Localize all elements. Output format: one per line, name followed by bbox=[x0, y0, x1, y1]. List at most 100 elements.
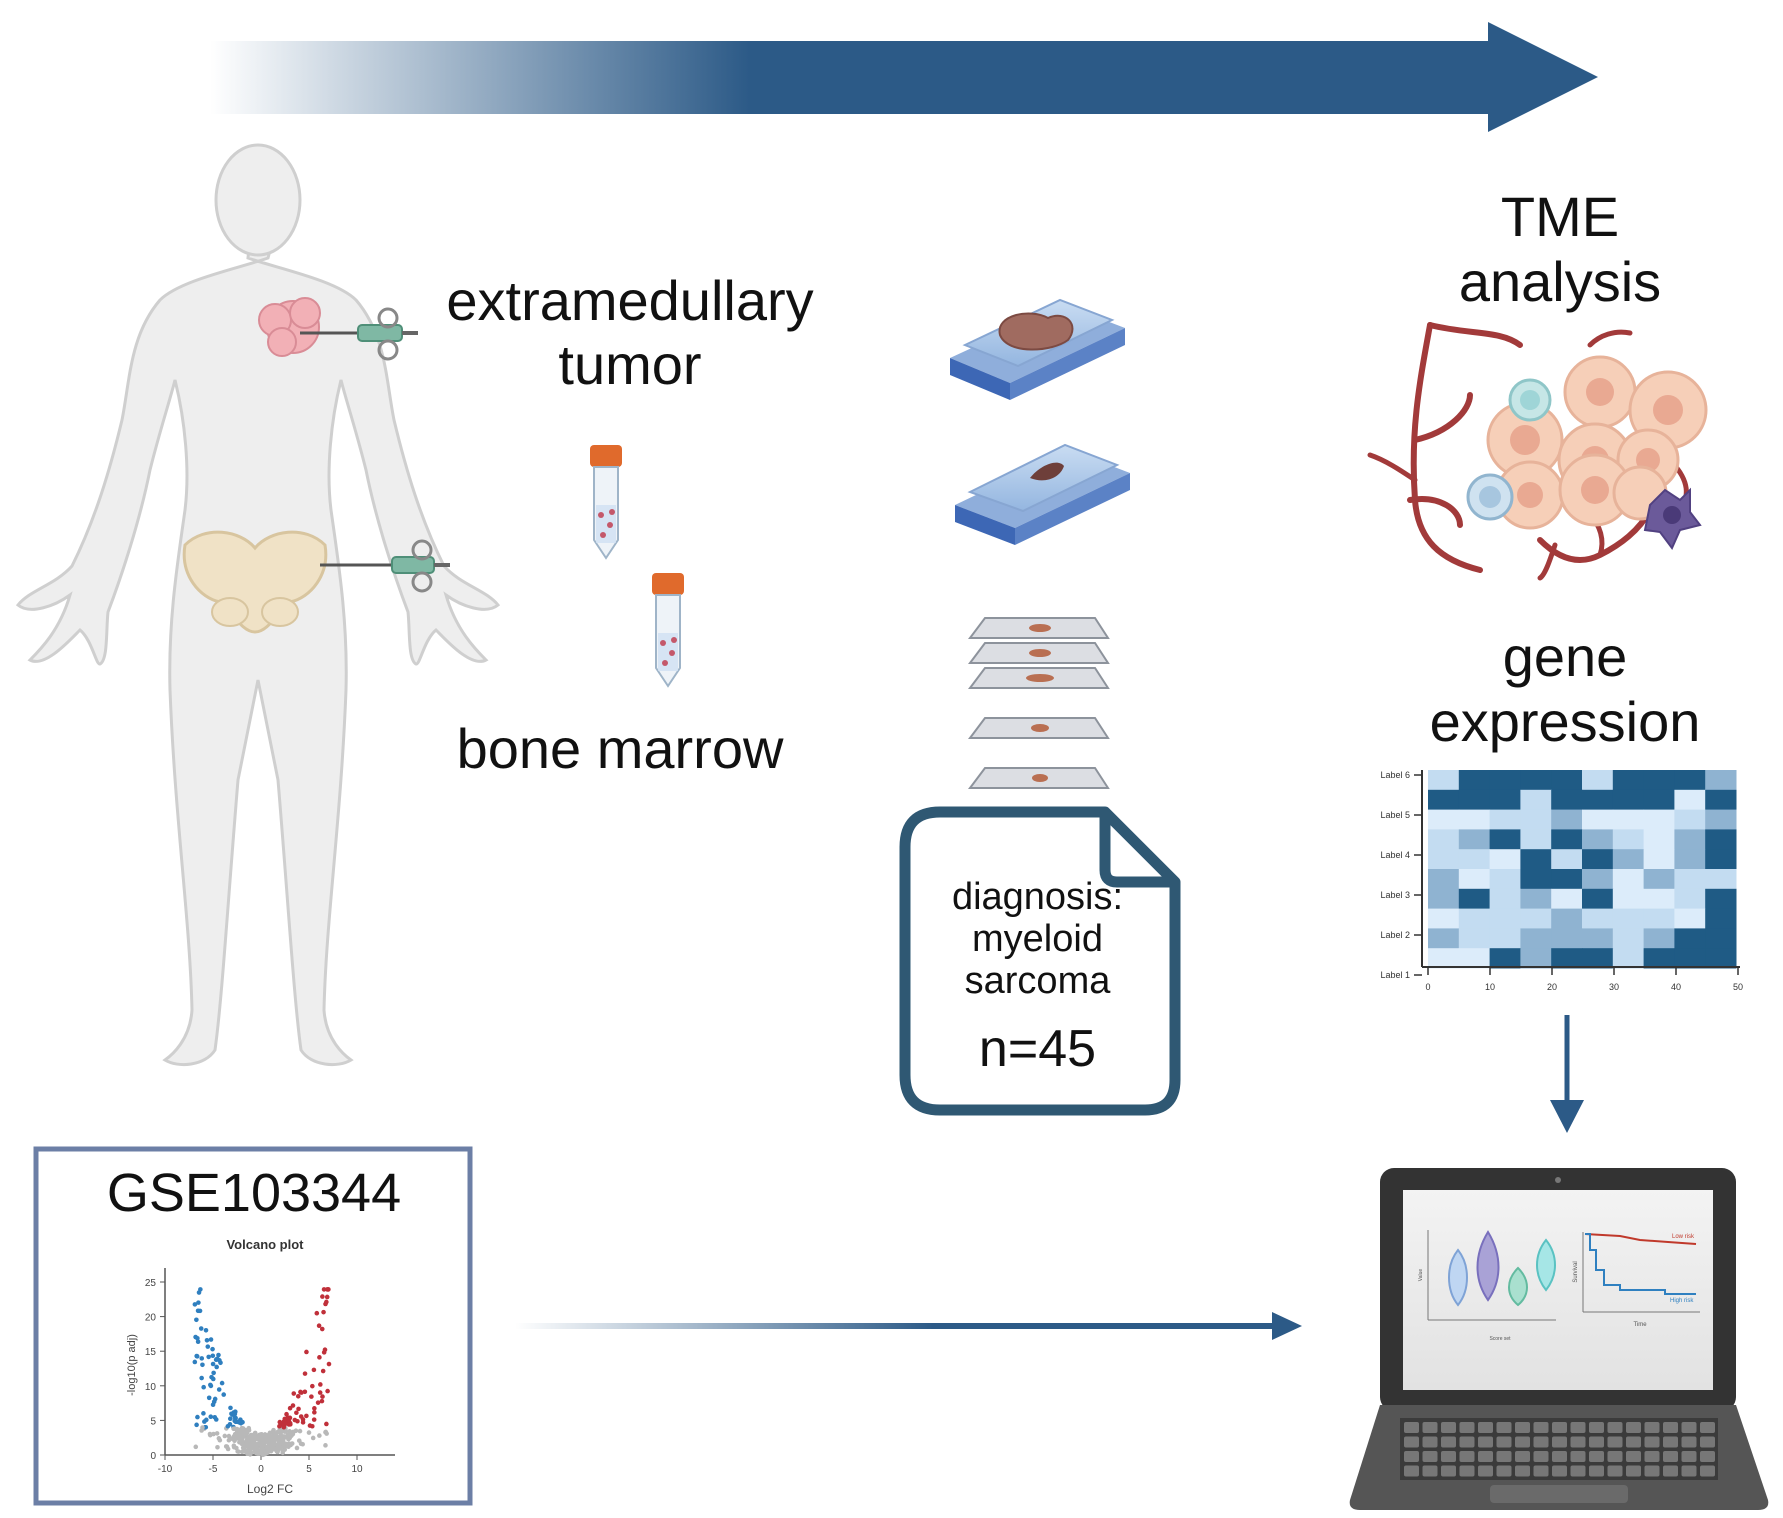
heatmap-cell bbox=[1674, 888, 1706, 910]
volcano-point bbox=[320, 1294, 325, 1299]
volcano-point bbox=[195, 1414, 200, 1420]
heatmap-cell bbox=[1674, 908, 1706, 929]
laptop-key bbox=[1478, 1465, 1493, 1477]
heatmap-cell bbox=[1612, 928, 1645, 949]
heatmap-cell bbox=[1428, 829, 1460, 850]
laptop-key bbox=[1570, 1436, 1586, 1448]
volcano-point bbox=[221, 1392, 227, 1397]
heatmap-cell bbox=[1458, 809, 1491, 830]
volcano-point bbox=[204, 1337, 210, 1343]
laptop-key bbox=[1700, 1451, 1715, 1462]
volcano-point bbox=[326, 1287, 331, 1292]
volcano-point bbox=[232, 1418, 238, 1424]
volcano-point bbox=[322, 1347, 328, 1353]
heatmap-cell bbox=[1582, 789, 1614, 811]
volcano-point bbox=[312, 1406, 317, 1411]
heatmap-cell bbox=[1458, 869, 1491, 890]
heatmap-cell bbox=[1458, 829, 1491, 850]
myeloid-label: myeloid bbox=[972, 918, 1103, 960]
volcano-point bbox=[299, 1390, 304, 1395]
heatmap-cell bbox=[1612, 809, 1645, 830]
laptop-key bbox=[1441, 1451, 1456, 1462]
volcano-point bbox=[208, 1382, 213, 1388]
laptop-key bbox=[1607, 1422, 1623, 1433]
heatmap-cell bbox=[1674, 829, 1706, 850]
volcano-x-tick: 0 bbox=[258, 1464, 264, 1475]
expression-label: expression bbox=[1429, 690, 1701, 753]
heatmap-row-label: Label 1 bbox=[1380, 970, 1410, 980]
volcano-point bbox=[287, 1429, 292, 1434]
volcano-y-tick: 20 bbox=[145, 1313, 157, 1324]
volcano-point bbox=[198, 1287, 203, 1292]
volcano-point bbox=[310, 1383, 315, 1389]
heatmap-cell bbox=[1674, 869, 1706, 890]
volcano-point bbox=[277, 1429, 282, 1434]
tme-cells-illustration bbox=[1367, 322, 1708, 581]
volcano-point bbox=[306, 1430, 312, 1435]
volcano-ylabel: -log10(p adj) bbox=[126, 1334, 138, 1396]
volcano-point bbox=[297, 1428, 303, 1434]
volcano-point bbox=[280, 1450, 286, 1456]
laptop-key bbox=[1496, 1422, 1512, 1433]
volcano-point bbox=[262, 1434, 268, 1440]
heatmap-cell bbox=[1489, 809, 1521, 830]
laptop-key bbox=[1681, 1465, 1697, 1477]
heatmap-cell bbox=[1458, 928, 1491, 949]
volcano-point bbox=[270, 1436, 275, 1442]
volcano-x-tick: 5 bbox=[306, 1464, 312, 1475]
volcano-point bbox=[284, 1411, 289, 1417]
volcano-point bbox=[256, 1451, 261, 1456]
volcano-point bbox=[272, 1431, 278, 1437]
volcano-point bbox=[194, 1317, 199, 1323]
volcano-point bbox=[231, 1434, 237, 1439]
volcano-point bbox=[302, 1371, 308, 1376]
laptop-key bbox=[1459, 1465, 1475, 1477]
volcano-y-tick: 25 bbox=[145, 1278, 157, 1289]
heatmap-cell bbox=[1643, 829, 1675, 850]
heatmap-cell bbox=[1551, 908, 1583, 929]
volcano-point bbox=[268, 1445, 274, 1450]
heatmap-cell bbox=[1705, 789, 1737, 811]
heatmap-cell bbox=[1489, 928, 1521, 949]
volcano-point bbox=[312, 1410, 317, 1415]
heatmap-cell bbox=[1428, 789, 1460, 811]
volcano-point bbox=[214, 1364, 219, 1370]
heatmap-x-tick: 10 bbox=[1485, 982, 1495, 992]
laptop-key bbox=[1533, 1436, 1549, 1448]
volcano-point bbox=[293, 1428, 299, 1434]
laptop-key bbox=[1422, 1451, 1438, 1462]
volcano-point bbox=[199, 1356, 205, 1361]
volcano-point bbox=[195, 1339, 201, 1344]
laptop-key bbox=[1570, 1451, 1586, 1462]
heatmap-cell bbox=[1705, 888, 1737, 910]
volcano-point bbox=[272, 1446, 278, 1452]
heatmap-cell bbox=[1520, 789, 1552, 811]
laptop-key bbox=[1422, 1436, 1438, 1448]
volcano-point bbox=[317, 1390, 323, 1395]
volcano-point bbox=[321, 1287, 327, 1292]
volcano-point bbox=[277, 1419, 283, 1425]
laptop-key bbox=[1626, 1422, 1641, 1433]
heatmap-cell bbox=[1551, 948, 1583, 969]
laptop-survival-low: Low risk bbox=[1672, 1234, 1695, 1240]
volcano-point bbox=[192, 1359, 198, 1365]
volcano-point bbox=[194, 1354, 200, 1359]
volcano-point bbox=[266, 1433, 271, 1438]
heatmap-cell bbox=[1551, 869, 1583, 890]
laptop-key bbox=[1441, 1465, 1456, 1477]
volcano-x-tick: -5 bbox=[209, 1464, 218, 1475]
volcano-point bbox=[212, 1396, 218, 1402]
volcano-point bbox=[317, 1433, 322, 1438]
volcano-point bbox=[309, 1394, 314, 1399]
laptop-key bbox=[1681, 1422, 1697, 1433]
laptop-key bbox=[1496, 1451, 1512, 1462]
volcano-point bbox=[282, 1428, 287, 1433]
heatmap-cell bbox=[1489, 908, 1521, 929]
volcano-point bbox=[295, 1393, 301, 1399]
laptop-key bbox=[1422, 1422, 1438, 1433]
volcano-point bbox=[217, 1358, 222, 1363]
volcano-point bbox=[284, 1441, 290, 1447]
volcano-point bbox=[204, 1417, 209, 1423]
volcano-point bbox=[287, 1405, 293, 1411]
